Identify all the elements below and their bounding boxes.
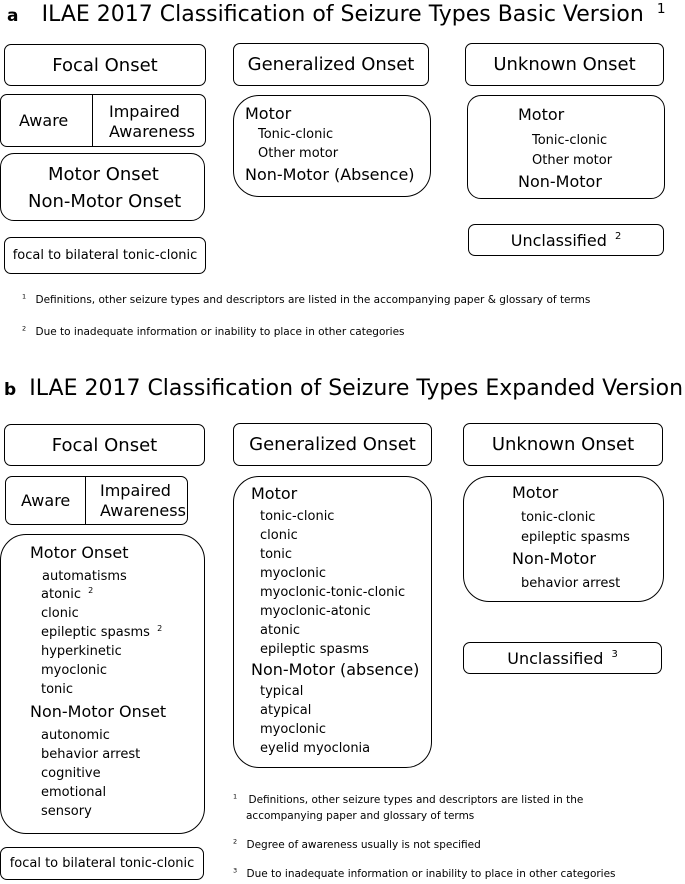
focal-non-motor-item: sensory [41, 804, 92, 819]
unclassified-box: Unclassified 3 [463, 642, 662, 674]
focal-non-motor-item: autonomic [41, 728, 110, 743]
footnote: 1 Definitions, other seizure types and d… [22, 292, 591, 306]
generalized-non-motor-item: eyelid myoclonia [260, 741, 371, 756]
unknown-motor-label: Motor [518, 105, 565, 124]
unknown-non-motor-label: Non-Motor [512, 549, 596, 568]
generalized-non-motor-label: Non-Motor (Absence) [245, 165, 415, 184]
panel-a-title-sup: 1 [656, 0, 666, 17]
generalized-motor-item: myoclonic-atonic [260, 604, 371, 619]
non-motor-onset-label: Non-Motor Onset [30, 702, 167, 721]
generalized-non-motor-item: typical [260, 684, 304, 699]
focal-onset-header: Focal Onset [4, 44, 206, 86]
awareness-box: Aware Impaired Awareness [5, 476, 188, 525]
unclassified-box: Unclassified 2 [468, 224, 664, 256]
unknown-types-box: Motor tonic-clonic epileptic spasms Non-… [463, 476, 664, 602]
awareness-divider [92, 95, 93, 146]
focal-motor-item: myoclonic [41, 663, 108, 678]
non-motor-onset-label: Non-Motor Onset [28, 191, 182, 212]
generalized-motor-item: tonic [260, 547, 293, 562]
awareness-box: Aware Impaired Awareness [0, 94, 206, 147]
unknown-item: Other motor [532, 153, 613, 168]
focal-motor-item: epileptic spasms 2 [41, 623, 163, 640]
generalized-item: Other motor [258, 146, 339, 161]
focal-non-motor-item: behavior arrest [41, 747, 141, 762]
awareness-divider [85, 477, 86, 524]
focal-onset-header: Focal Onset [4, 424, 205, 466]
focal-motor-item: tonic [41, 682, 74, 697]
unclassified-label: Unclassified 3 [507, 648, 618, 668]
unknown-motor-item: epileptic spasms [521, 530, 630, 545]
focal-onset-types-box: Motor Onset automatisms atonic 2 clonic … [0, 534, 205, 834]
footnote-continuation: accompanying paper and glossary of terms [246, 810, 475, 822]
panel-b-title: ILAE 2017 Classification of Seizure Type… [29, 376, 684, 401]
unknown-onset-header: Unknown Onset [463, 423, 663, 466]
focal-non-motor-item: cognitive [41, 766, 101, 781]
focal-motor-item: clonic [41, 606, 79, 621]
impaired-label-line2: Awareness [109, 122, 195, 141]
panel-a-title: ILAE 2017 Classification of Seizure Type… [41, 0, 666, 27]
generalized-onset-header: Generalized Onset [233, 423, 432, 466]
impaired-label-line2: Awareness [100, 501, 186, 520]
unknown-motor-item: tonic-clonic [521, 510, 596, 525]
generalized-motor-item: myoclonic [260, 566, 327, 581]
impaired-label-line1: Impaired [100, 481, 171, 500]
footnote: 1 Definitions, other seizure types and d… [233, 792, 584, 806]
footnote: 2 Degree of awareness usually is not spe… [233, 837, 481, 851]
panel-a-letter: a [7, 6, 19, 26]
footnote: 2 Due to inadequate information or inabi… [22, 324, 405, 338]
panel-a: a ILAE 2017 Classification of Seizure Ty… [0, 0, 685, 350]
generalized-types-box: Motor Tonic-clonic Other motor Non-Motor… [233, 95, 431, 197]
focal-motor-item: atonic 2 [41, 585, 94, 602]
generalized-motor-item: clonic [260, 528, 298, 543]
generalized-motor-label: Motor [251, 484, 298, 503]
generalized-motor-item: atonic [260, 623, 301, 638]
focal-to-bilateral-box: focal to bilateral tonic-clonic [0, 847, 204, 880]
focal-motor-item: hyperkinetic [41, 644, 122, 659]
panel-b-letter: b [4, 380, 17, 400]
panel-a-heading: a ILAE 2017 Classification of Seizure Ty… [7, 0, 666, 27]
panel-b-heading: b ILAE 2017 Classification of Seizure Ty… [4, 378, 685, 400]
generalized-types-box: Motor tonic-clonic clonic tonic myocloni… [233, 476, 432, 768]
aware-label: Aware [19, 111, 69, 130]
generalized-motor-item: tonic-clonic [260, 509, 335, 524]
generalized-non-motor-item: myoclonic [260, 722, 327, 737]
generalized-onset-header: Generalized Onset [233, 43, 429, 86]
unknown-onset-header: Unknown Onset [465, 43, 664, 86]
unknown-item: Tonic-clonic [532, 133, 608, 148]
focal-non-motor-item: emotional [41, 785, 107, 800]
focal-motor-item: automatisms [42, 569, 127, 584]
panel-b: b ILAE 2017 Classification of Seizure Ty… [0, 370, 685, 884]
generalized-motor-label: Motor [245, 104, 292, 123]
focal-to-bilateral-box: focal to bilateral tonic-clonic [4, 237, 206, 274]
generalized-motor-item: epileptic spasms [260, 642, 369, 657]
unclassified-label: Unclassified 2 [510, 230, 622, 250]
generalized-non-motor-item: atypical [260, 703, 312, 718]
unknown-types-box: Motor Tonic-clonic Other motor Non-Motor [467, 95, 665, 199]
generalized-motor-item: myoclonic-tonic-clonic [260, 585, 406, 600]
generalized-item: Tonic-clonic [258, 127, 334, 142]
motor-onset-label: Motor Onset [30, 543, 129, 562]
aware-label: Aware [21, 491, 71, 510]
unknown-motor-label: Motor [512, 483, 559, 502]
motor-onset-label: Motor Onset [48, 164, 159, 185]
generalized-non-motor-label: Non-Motor (absence) [251, 660, 420, 679]
unknown-non-motor-label: Non-Motor [518, 172, 602, 191]
footnote: 3 Due to inadequate information or inabi… [233, 866, 616, 880]
impaired-label-line1: Impaired [109, 102, 180, 121]
focal-onset-types-box: Motor Onset Non-Motor Onset [0, 153, 205, 221]
unknown-non-motor-item: behavior arrest [521, 576, 621, 591]
